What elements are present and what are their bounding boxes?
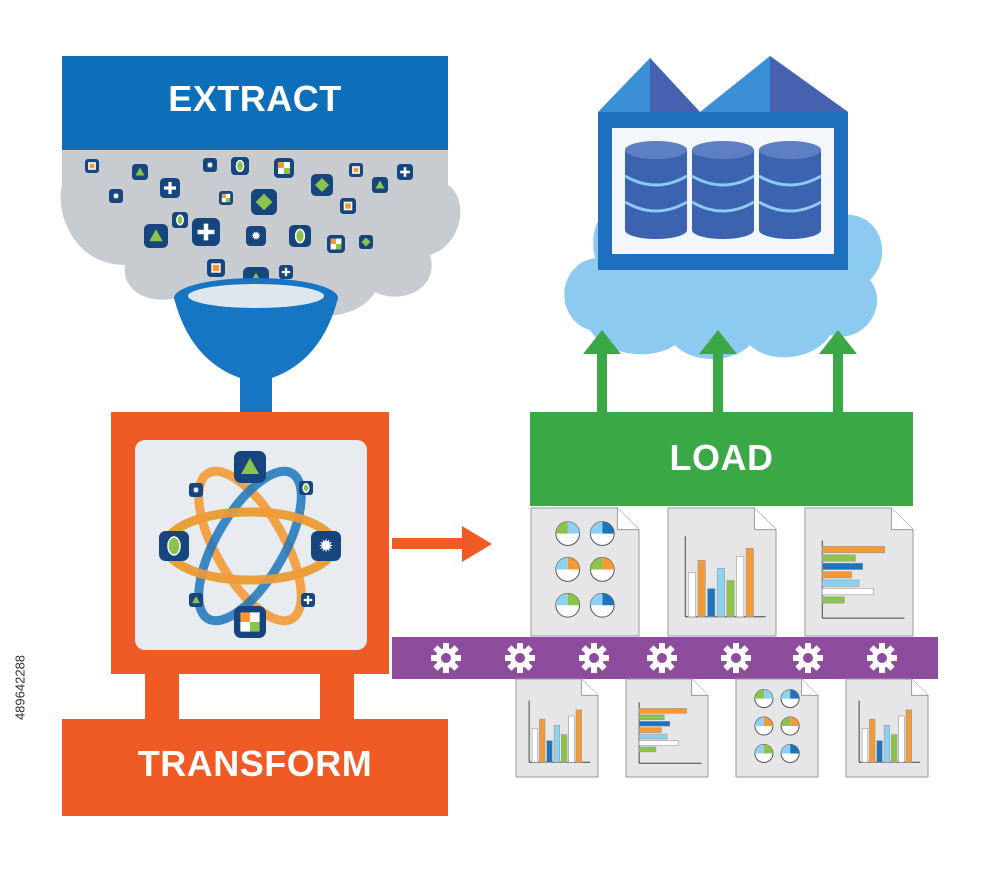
- plus-tile-icon: [397, 164, 413, 180]
- bar-chart-document-icon: [515, 678, 599, 778]
- funnel-icon: [174, 278, 338, 418]
- load-box: [530, 412, 913, 506]
- diamond-tile-icon: [251, 189, 277, 215]
- gear-icon: [431, 643, 461, 673]
- triangle-tile-icon: [144, 224, 168, 248]
- square-tile-icon: [349, 163, 363, 177]
- star-tile-icon: ✹: [311, 531, 341, 561]
- gear-icon: [793, 643, 823, 673]
- checker-tile-icon: [327, 235, 345, 253]
- svg-text:✹: ✹: [251, 229, 261, 243]
- gear-icon: [579, 643, 609, 673]
- svg-text:✹: ✹: [112, 191, 119, 201]
- horizontal-bar-document-icon: [804, 507, 914, 637]
- database-icon: [758, 141, 822, 239]
- arrow-up-icon: [699, 330, 737, 412]
- plus-tile-icon: [192, 218, 220, 246]
- conveyor-belt: [392, 637, 938, 679]
- triangle-tile-icon: [189, 593, 203, 607]
- star-tile-icon: ✹: [203, 158, 217, 172]
- pie-chart-document-icon: [530, 507, 640, 637]
- report-documents: [515, 507, 929, 778]
- bar-chart-document-icon: [845, 678, 929, 778]
- arrow-up-icon: [819, 330, 857, 412]
- diamond-tile-icon: [359, 235, 373, 249]
- triangle-tile-icon: [372, 177, 388, 193]
- gear-icon: [647, 643, 677, 673]
- checker-tile-icon: [234, 606, 266, 638]
- oval-tile-icon: [299, 481, 313, 495]
- bar-chart-document-icon: [667, 507, 777, 637]
- arrow-right-icon: [392, 526, 492, 562]
- oval-tile-icon: [231, 157, 249, 175]
- square-tile-icon: [85, 159, 99, 173]
- plus-tile-icon: [160, 178, 180, 198]
- star-tile-icon: ✹: [109, 189, 123, 203]
- gear-icon: [505, 643, 535, 673]
- atom-node-icons: ✹✹: [159, 451, 341, 638]
- square-tile-icon: [340, 198, 356, 214]
- svg-text:✹: ✹: [192, 485, 199, 495]
- stock-id-text: 489642288: [12, 654, 28, 721]
- triangle-tile-icon: [132, 164, 148, 180]
- oval-tile-icon: [159, 531, 189, 561]
- gear-icon: [867, 643, 897, 673]
- triangle-tile-icon: [234, 451, 266, 483]
- oval-tile-icon: [172, 212, 188, 228]
- diamond-tile-icon: [311, 174, 333, 196]
- horizontal-bar-document-icon: [625, 678, 709, 778]
- svg-text:✹: ✹: [206, 160, 213, 170]
- plus-tile-icon: [279, 265, 293, 279]
- database-icon: [691, 141, 755, 239]
- pie-chart-document-icon: [735, 678, 819, 778]
- oval-tile-icon: [289, 225, 311, 247]
- upload-arrows: [583, 330, 857, 412]
- svg-text:✹: ✹: [318, 536, 333, 557]
- checker-tile-icon: [274, 158, 294, 178]
- star-tile-icon: ✹: [246, 226, 266, 246]
- star-tile-icon: ✹: [189, 483, 203, 497]
- gear-icon: [721, 643, 751, 673]
- checker-tile-icon: [219, 191, 233, 205]
- square-tile-icon: [207, 259, 225, 277]
- database-icon: [624, 141, 688, 239]
- extract-label: EXTRACT: [168, 78, 342, 119]
- load-label: LOAD: [669, 437, 774, 478]
- plus-tile-icon: [301, 593, 315, 607]
- arrow-up-icon: [583, 330, 621, 412]
- transform-label: TRANSFORM: [137, 743, 373, 784]
- database-icons: [624, 141, 822, 239]
